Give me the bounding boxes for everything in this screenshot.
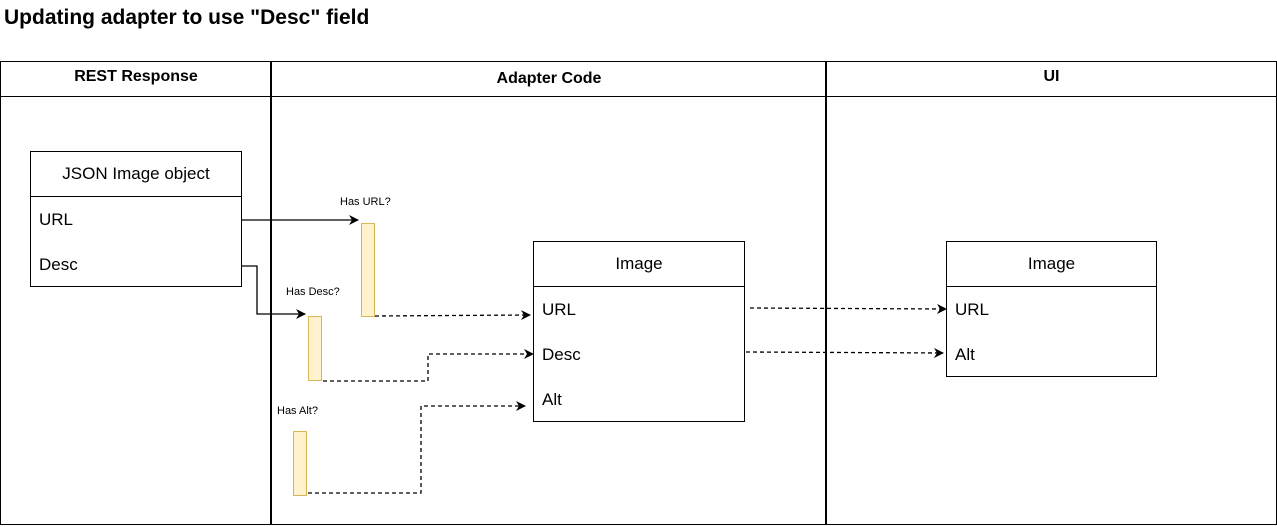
check-bar-has-alt[interactable] (293, 431, 307, 496)
json-field-desc: Desc (39, 255, 78, 274)
lane-header-adapter-code: Adapter Code (272, 62, 826, 97)
entity-title: Image (947, 242, 1156, 287)
entity-title: JSON Image object (31, 152, 241, 197)
adapter-image-entity[interactable]: Image URL Desc Alt (533, 241, 745, 422)
lane-header-ui: UI (827, 62, 1276, 97)
check-label-has-alt: Has Alt? (277, 405, 318, 417)
adapter-field-alt: Alt (542, 390, 562, 409)
ui-field-url: URL (955, 300, 990, 319)
json-field-url: URL (39, 210, 74, 229)
check-label-has-url: Has URL? (340, 196, 391, 208)
entity-title: Image (534, 242, 744, 287)
check-bar-has-url[interactable] (361, 223, 375, 317)
lane-header-rest-response: REST Response (1, 62, 271, 97)
page-title: Updating adapter to use "Desc" field (4, 6, 370, 29)
ui-field-alt: Alt (955, 345, 975, 364)
json-image-object-entity[interactable]: JSON Image object URL Desc (30, 151, 242, 287)
adapter-field-desc: Desc (542, 345, 581, 364)
check-label-has-desc: Has Desc? (286, 286, 340, 298)
adapter-field-url: URL (542, 300, 577, 319)
ui-image-entity[interactable]: Image URL Alt (946, 241, 1157, 377)
lane-rest-response: REST Response (0, 61, 272, 525)
check-bar-has-desc[interactable] (308, 316, 322, 381)
